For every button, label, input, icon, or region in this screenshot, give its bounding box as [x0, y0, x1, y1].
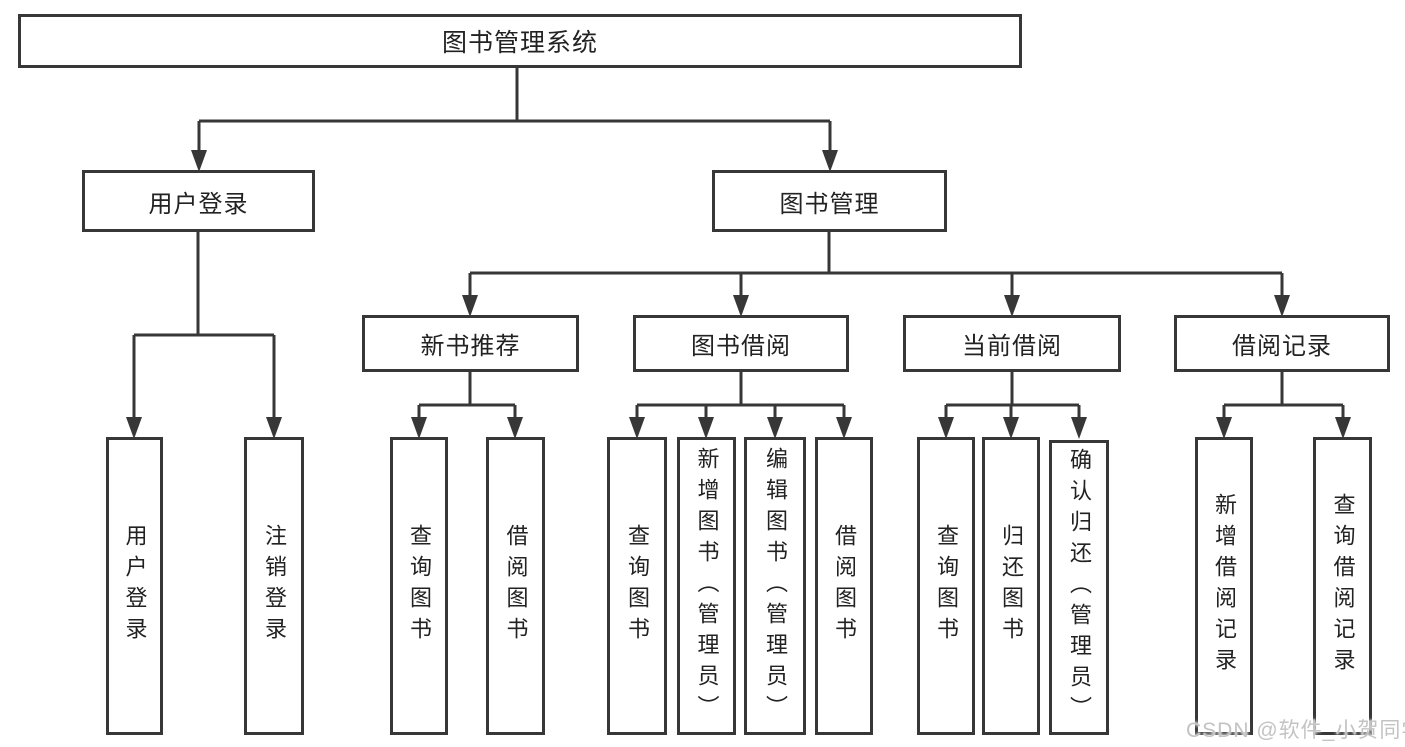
leaf-nbr-query-books: 查询图书 — [390, 437, 448, 735]
connector-current-borrow-to-leaves — [938, 372, 1087, 439]
leaf-nbr-borrow-books: 借阅图书 — [486, 437, 545, 735]
node-borrow-records: 借阅记录 — [1174, 315, 1390, 372]
node-book-borrow: 图书借阅 — [633, 315, 849, 372]
connector-root-to-branches — [191, 68, 838, 172]
leaf-cb-query-books: 查询图书 — [917, 437, 975, 735]
connector-user-login-to-leaves — [126, 232, 282, 439]
leaf-bb-add-books-admin-label: 新增图书（管理员） — [694, 446, 720, 726]
leaf-cb-query-books-label: 查询图书 — [934, 524, 959, 648]
connector-new-book-recommend-to-leaves — [411, 372, 523, 439]
leaf-br-add-record: 新增借阅记录 — [1195, 437, 1253, 735]
leaf-logout-label: 注销登录 — [262, 524, 287, 648]
node-current-borrow: 当前借阅 — [903, 315, 1121, 372]
leaf-bb-borrow-books: 借阅图书 — [815, 437, 873, 735]
leaf-cb-return-books: 归还图书 — [982, 437, 1040, 735]
leaf-bb-edit-books-admin-label: 编辑图书（管理员） — [763, 446, 788, 726]
node-root-system: 图书管理系统 — [18, 14, 1022, 68]
leaf-nbr-query-books-label: 查询图书 — [407, 524, 432, 648]
leaf-br-query-record: 查询借阅记录 — [1313, 437, 1372, 735]
csdn-watermark: CSDN @软件_小贺同学 — [1186, 719, 1405, 742]
leaf-bb-borrow-books-label: 借阅图书 — [832, 524, 857, 648]
connector-book-management-to-modules — [462, 232, 1290, 317]
leaf-bb-query-books-label: 查询图书 — [625, 524, 650, 648]
leaf-bb-edit-books-admin: 编辑图书（管理员） — [744, 437, 806, 735]
leaf-logout: 注销登录 — [244, 437, 304, 735]
leaf-bb-query-books: 查询图书 — [607, 437, 667, 735]
leaf-cb-confirm-return-admin: 确认归还（管理员） — [1049, 440, 1109, 735]
connector-borrow-records-to-leaves — [1216, 372, 1351, 439]
node-book-management: 图书管理 — [712, 170, 947, 232]
leaf-nbr-borrow-books-label: 借阅图书 — [503, 524, 529, 648]
connector-book-borrow-to-leaves — [629, 372, 852, 439]
leaf-cb-confirm-return-admin-label: 确认归还（管理员） — [1067, 448, 1092, 727]
leaf-br-query-record-label: 查询借阅记录 — [1330, 493, 1356, 679]
node-new-book-recommend: 新书推荐 — [362, 315, 579, 372]
leaf-bb-add-books-admin: 新增图书（管理员） — [677, 437, 736, 735]
leaf-br-add-record-label: 新增借阅记录 — [1212, 493, 1237, 679]
node-user-login: 用户登录 — [82, 170, 315, 232]
leaf-user-login: 用户登录 — [106, 437, 163, 735]
leaf-user-login-label: 用户登录 — [122, 524, 148, 648]
leaf-cb-return-books-label: 归还图书 — [999, 524, 1024, 648]
